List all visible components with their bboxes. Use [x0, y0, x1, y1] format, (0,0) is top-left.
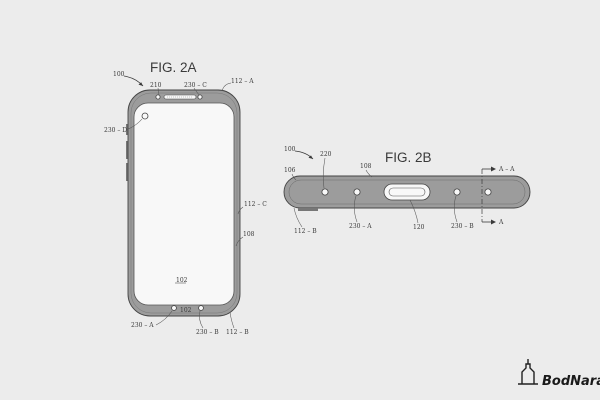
device-arrow-2b: [308, 155, 313, 159]
leader-112b-2b: [293, 207, 303, 228]
leader-220: [322, 157, 326, 189]
edge-tab: [298, 208, 318, 211]
port-hole-b: [453, 188, 461, 196]
watermark-text: BodNara: [542, 374, 600, 389]
label-106: 106: [284, 167, 296, 174]
top-sensor-left: [155, 94, 161, 100]
label-230b-2b: 230 – B: [451, 223, 474, 230]
front-camera: [141, 112, 149, 120]
tower-icon: [518, 359, 538, 385]
fig-2b: FIG. 2B 100 A – A A 220: [283, 146, 531, 235]
label-112c: 112 – C: [244, 201, 267, 208]
label-230c: 230 – C: [184, 82, 207, 89]
device-arrow-2a: [138, 82, 143, 86]
label-112b-2a: 112 – B: [226, 329, 249, 336]
label-230d: 230 – D: [104, 127, 127, 134]
label-230b-2a: 230 – B: [196, 329, 219, 336]
mic-hole: [321, 188, 329, 196]
connector-inner: [388, 187, 426, 197]
side-button-volume-down: [126, 163, 129, 181]
fig-2b-device-label: 100: [284, 146, 296, 153]
side-button-volume-up: [126, 141, 129, 159]
bottom-port-right: [198, 305, 204, 311]
leader-112b-2a: [229, 311, 235, 329]
section-top-arrowhead: [491, 166, 496, 172]
leader-210: [157, 87, 160, 96]
port-hole-c: [484, 188, 492, 196]
edge-chamfer: [288, 179, 526, 205]
fig-2b-title: FIG. 2B: [385, 150, 432, 165]
leader-112a: [221, 82, 232, 92]
label-section-top: A – A: [498, 166, 515, 173]
leader-230a-2a: [155, 310, 173, 326]
phone-bezel: [130, 92, 238, 314]
leader-230d: [125, 118, 143, 131]
phone-display: [133, 102, 235, 306]
leader-230b-2a: [199, 310, 204, 329]
section-bottom-arrowhead: [491, 219, 496, 225]
leader-230c: [193, 87, 200, 96]
leader-230a-2b: [353, 195, 358, 223]
fig-2a: FIG. 2A 100 210: [104, 60, 267, 336]
port-hole-a: [353, 188, 361, 196]
label-230a-2b: 230 – A: [349, 223, 372, 230]
leader-108-2b: [365, 169, 373, 178]
bottom-port-left: [171, 305, 177, 311]
label-108-2b: 108: [360, 163, 372, 170]
label-120: 120: [413, 224, 425, 231]
label-210: 210: [150, 82, 162, 89]
label-108-2a: 108: [243, 231, 255, 238]
leader-112c: [237, 206, 244, 215]
charging-connector: [383, 183, 431, 201]
leader-120: [409, 199, 419, 224]
leader-106: [291, 173, 297, 181]
label-112a: 112 – A: [231, 78, 254, 85]
label-230a-2a: 230 – A: [131, 322, 154, 329]
leader-108-2a: [235, 236, 244, 247]
label-102: 102: [176, 277, 188, 284]
fig-2a-title: FIG. 2A: [150, 60, 197, 75]
watermark: BodNara: [518, 359, 600, 389]
leader-230b-2b: [453, 195, 458, 223]
label-220: 220: [320, 151, 332, 158]
label-112b-2b: 112 – B: [294, 228, 317, 235]
label-section-bottom: A: [498, 219, 504, 226]
label-102-bottom: 102: [180, 307, 192, 314]
fig-2a-device-label: 100: [113, 71, 125, 78]
top-sensor-right: [197, 94, 203, 100]
